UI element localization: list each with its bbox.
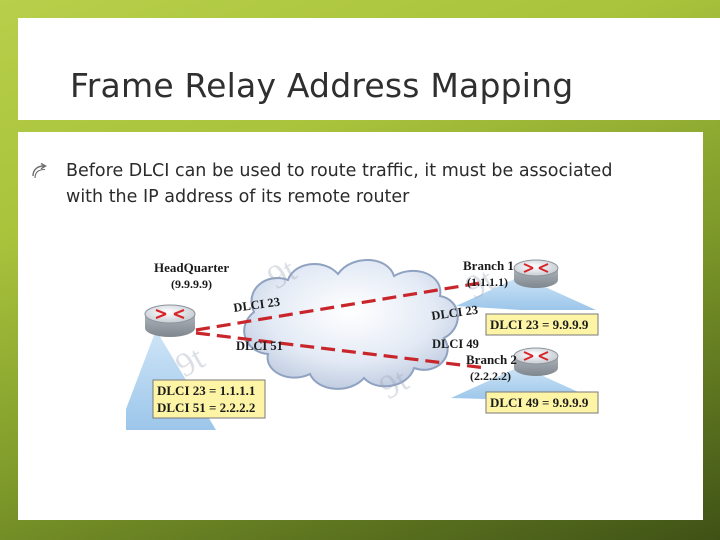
dlci-label-branch1: DLCI 23: [430, 303, 478, 323]
branch1-name-label: Branch 1: [463, 258, 514, 273]
link-hq-branch2: [195, 331, 487, 370]
branch1-mapping-line: DLCI 23 = 9.9.9.9: [490, 317, 589, 332]
hq-address-label: (9.9.9.9): [171, 277, 212, 291]
branch2-address-label: (2.2.2.2): [470, 369, 511, 383]
hq-mapping-line-2: DLCI 51 = 2.2.2.2: [157, 400, 255, 415]
branch1-mapping-box: DLCI 23 = 9.9.9.9: [485, 313, 599, 336]
frame-relay-cloud: [243, 259, 459, 390]
curved-arrow-icon: [32, 162, 47, 179]
dlci-label-hq-bottom: DLCI 51: [236, 339, 283, 353]
hq-mapping-box: DLCI 23 = 1.1.1.1 DLCI 51 = 2.2.2.2: [152, 379, 266, 419]
dlci-label-branch2: DLCI 49: [432, 337, 479, 351]
dlci-label-hq-top: DLCI 23: [232, 295, 280, 315]
link-hq-branch1: [195, 280, 487, 332]
bullet-line-1: Before DLCI can be used to route traffic…: [66, 161, 613, 181]
branch2-mapping-box: DLCI 49 = 9.9.9.9: [485, 391, 599, 414]
hq-router-icon: [144, 304, 196, 337]
branch2-router-icon: [513, 347, 559, 376]
hq-mapping-line-1: DLCI 23 = 1.1.1.1: [157, 383, 255, 398]
hq-name-label: HeadQuarter: [154, 260, 229, 275]
slide-title: Frame Relay Address Mapping: [70, 66, 574, 105]
branch2-name-label: Branch 2: [466, 352, 517, 367]
content-panel: Before DLCI can be used to route traffic…: [18, 132, 703, 520]
branch1-beam: [456, 276, 596, 310]
title-panel: Frame Relay Address Mapping: [18, 18, 720, 120]
bullet-item: Before DLCI can be used to route traffic…: [32, 158, 666, 210]
branch1-address-label: (1.1.1.1): [467, 275, 508, 289]
branch2-mapping-line: DLCI 49 = 9.9.9.9: [490, 395, 589, 410]
bullet-line-2: with the IP address of its remote router: [66, 187, 410, 207]
branch1-router-icon: [513, 259, 559, 288]
frame-relay-diagram: 9t 9t 9t 9t HeadQuarter (9.9.9.9) Branch…: [126, 251, 599, 430]
